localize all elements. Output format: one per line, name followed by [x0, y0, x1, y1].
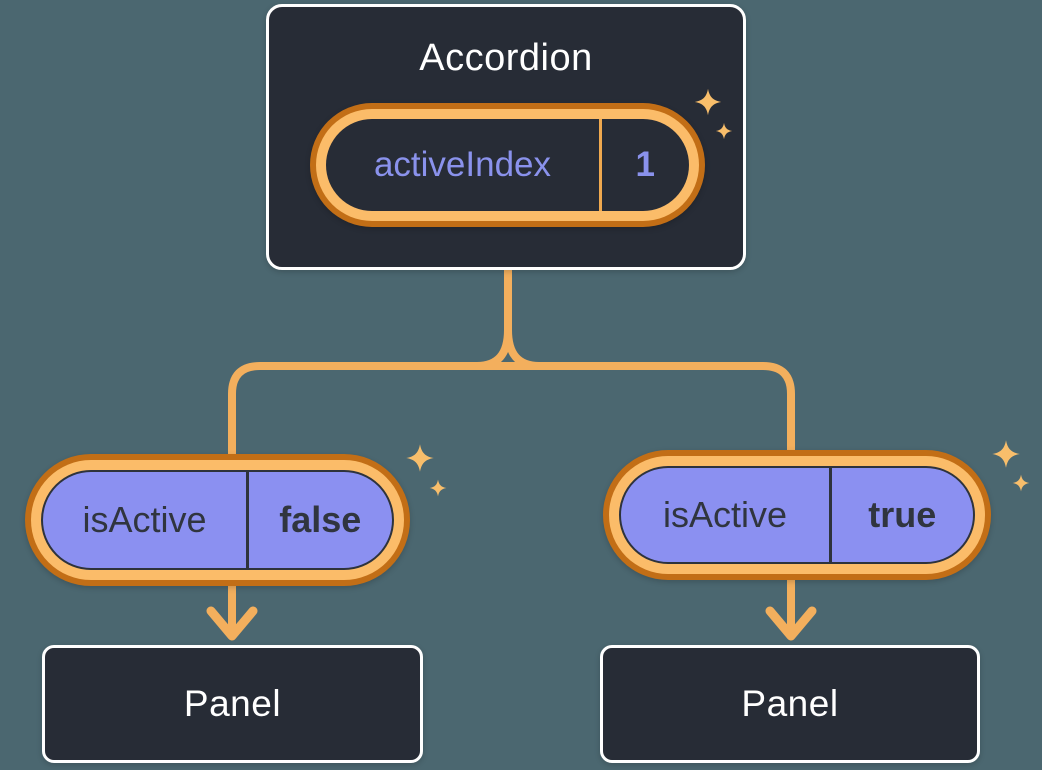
- arrowhead-right-icon: [765, 606, 817, 641]
- arrowhead-left-icon: [206, 606, 258, 641]
- state-pill-isactive-left: isActive false: [25, 454, 410, 586]
- state-divider: [599, 119, 602, 211]
- state-label: isActive: [662, 494, 788, 535]
- panel-title: Panel: [183, 683, 282, 724]
- connector-fork-left: [476, 329, 512, 370]
- state-label: isActive: [82, 499, 207, 540]
- state-value: false: [279, 499, 362, 540]
- sparkle-icon: [992, 440, 1020, 468]
- state-pill-highlight-ring: activeIndex 1: [316, 109, 699, 221]
- state-pill-highlight-ring: isActive true: [609, 456, 985, 574]
- panel-node-left: Panel: [42, 645, 423, 763]
- accordion-title: Accordion: [419, 37, 593, 79]
- state-pill-activeindex: activeIndex 1: [310, 103, 705, 227]
- sparkle-icon: [429, 479, 447, 497]
- connector-fork-right: [504, 329, 540, 370]
- state-label: activeIndex: [373, 145, 552, 184]
- sparkle-icon: [406, 444, 434, 472]
- state-value: true: [868, 494, 937, 535]
- state-value: 1: [635, 145, 655, 184]
- panel-title: Panel: [741, 683, 839, 724]
- state-divider: [829, 468, 832, 562]
- state-pill-highlight-ring: isActive false: [31, 460, 404, 580]
- sparkle-icon: [1012, 474, 1030, 492]
- panel-node-right: Panel: [600, 645, 980, 763]
- state-pill-isactive-right: isActive true: [603, 450, 991, 580]
